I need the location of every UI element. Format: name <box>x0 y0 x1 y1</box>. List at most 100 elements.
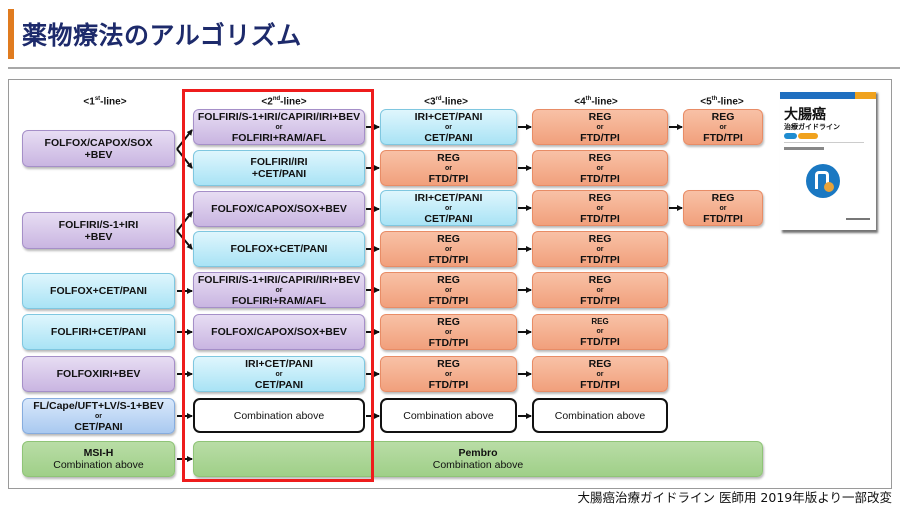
regimen-text: FOLFIRI/S-1+IRI/CAPIRI/IRI+BEV <box>197 273 361 286</box>
regimen-text: REG <box>711 110 735 123</box>
regimen-text: REG <box>588 273 612 286</box>
regimen-text: Combination above <box>432 459 524 471</box>
regimen-text: Combination above <box>233 409 325 422</box>
regimen-text: FTD/TPI <box>580 253 620 266</box>
book-badge <box>798 133 818 139</box>
or-text: or <box>445 328 452 336</box>
book-logo-icon <box>806 164 840 198</box>
page-title: 薬物療法のアルゴリズム <box>22 21 302 50</box>
first-line-box: FOLFIRI+CET/PANI <box>22 314 175 350</box>
or-text: or <box>596 327 604 335</box>
regimen-text: FTD/TPI <box>580 378 620 391</box>
or-text: or <box>95 412 102 420</box>
regimen-text: REG <box>437 273 460 286</box>
regimen-text: +BEV <box>84 148 113 161</box>
or-text: or <box>445 164 452 172</box>
regimen-text: FOLFOX+CET/PANI <box>50 285 147 297</box>
regimen-text: FOLFIRI+RAM/AFL <box>231 131 327 144</box>
regimen-text: FOLFOX+CET/PANI <box>230 243 328 255</box>
title-divider <box>8 67 900 69</box>
regimen-text: REG <box>437 151 460 164</box>
or-text: or <box>596 245 604 253</box>
regimen-text: FOLFOXIRI+BEV <box>56 368 141 380</box>
regimen-text: FTD/TPI <box>428 378 469 391</box>
regimen-text: FOLFIRI+RAM/AFL <box>231 294 327 307</box>
regimen-text: REG <box>591 316 609 326</box>
fourth-line-box-combination: Combination above <box>532 398 668 433</box>
regimen-text: Combination above <box>53 459 144 471</box>
title-accent-bar <box>8 9 14 59</box>
or-text: or <box>445 123 452 131</box>
regimen-text: +BEV <box>84 230 113 243</box>
regimen-text: FL/Cape/UFT+LV/S-1+BEV <box>33 399 164 412</box>
regimen-text: CET/PANI <box>74 420 123 433</box>
regimen-text: FOLFOX/CAPOX/SOX <box>44 136 153 149</box>
regimen-text: FOLFOX/CAPOX/SOX+BEV <box>211 326 347 338</box>
book-badge <box>784 133 797 139</box>
regimen-text: IRI+CET/PANI <box>414 191 483 204</box>
guideline-book-cover: 大腸癌 治療ガイドライン <box>780 90 876 230</box>
or-text: or <box>275 123 283 131</box>
column-header-1st-line: <1st-line> <box>83 96 127 108</box>
regimen-text: REG <box>588 110 612 123</box>
regimen-text: Combination above <box>554 409 646 422</box>
regimen-text: FOLFIRI+CET/PANI <box>50 326 147 338</box>
regimen-text: FTD/TPI <box>703 131 743 144</box>
regimen-text: IRI+CET/PANI <box>245 357 313 370</box>
or-text: or <box>596 370 604 378</box>
regimen-text: REG <box>588 191 612 204</box>
column-header-3rd-line: <3rd-line> <box>424 96 468 108</box>
regimen-text: Pembro <box>458 447 498 459</box>
regimen-text: REG <box>437 357 460 370</box>
or-text: or <box>445 204 452 212</box>
or-text: or <box>445 245 452 253</box>
column-header-5th-line: <5th-line> <box>700 96 744 108</box>
second-line-box: FOLFIRI/IRI+CET/PANI <box>193 150 365 186</box>
book-publisher <box>784 147 824 150</box>
regimen-text: FTD/TPI <box>703 212 743 225</box>
regimen-text: IRI+CET/PANI <box>414 110 483 123</box>
regimen-text: FOLFIRI/S-1+IRI <box>58 218 139 231</box>
regimen-text: FOLFIRI/S-1+IRI/CAPIRI/IRI+BEV <box>197 110 361 123</box>
first-line-box: FOLFOXIRI+BEV <box>22 356 175 392</box>
regimen-text: FTD/TPI <box>580 335 620 348</box>
regimen-text: CET/PANI <box>254 378 304 391</box>
regimen-text: CET/PANI <box>424 131 473 144</box>
regimen-text: FTD/TPI <box>428 172 469 185</box>
regimen-text: MSI-H <box>83 447 114 459</box>
regimen-text: REG <box>437 232 460 245</box>
first-line-box: FOLFOX/CAPOX/SOX+BEV <box>22 130 175 167</box>
or-text: or <box>275 370 283 378</box>
regimen-text: REG <box>588 151 612 164</box>
regimen-text: REG <box>588 357 612 370</box>
or-text: or <box>596 204 604 212</box>
logo-dot <box>824 182 834 192</box>
or-text: or <box>596 123 604 131</box>
regimen-text: +CET/PANI <box>251 168 307 180</box>
book-line <box>784 142 864 143</box>
regimen-text: CET/PANI <box>424 212 473 225</box>
or-text: or <box>596 286 604 294</box>
regimen-text: FOLFOX/CAPOX/SOX+BEV <box>211 203 347 215</box>
second-line-box: FOLFOX/CAPOX/SOX+BEV <box>193 314 365 350</box>
book-subtitle: 治療ガイドライン <box>784 123 840 131</box>
second-line-box: FOLFOX+CET/PANI <box>193 231 365 267</box>
source-caption: 大腸癌治療ガイドライン 医師用 2019年版より一部改変 <box>577 490 892 505</box>
column-header-4th-line: <4th-line> <box>574 96 618 108</box>
